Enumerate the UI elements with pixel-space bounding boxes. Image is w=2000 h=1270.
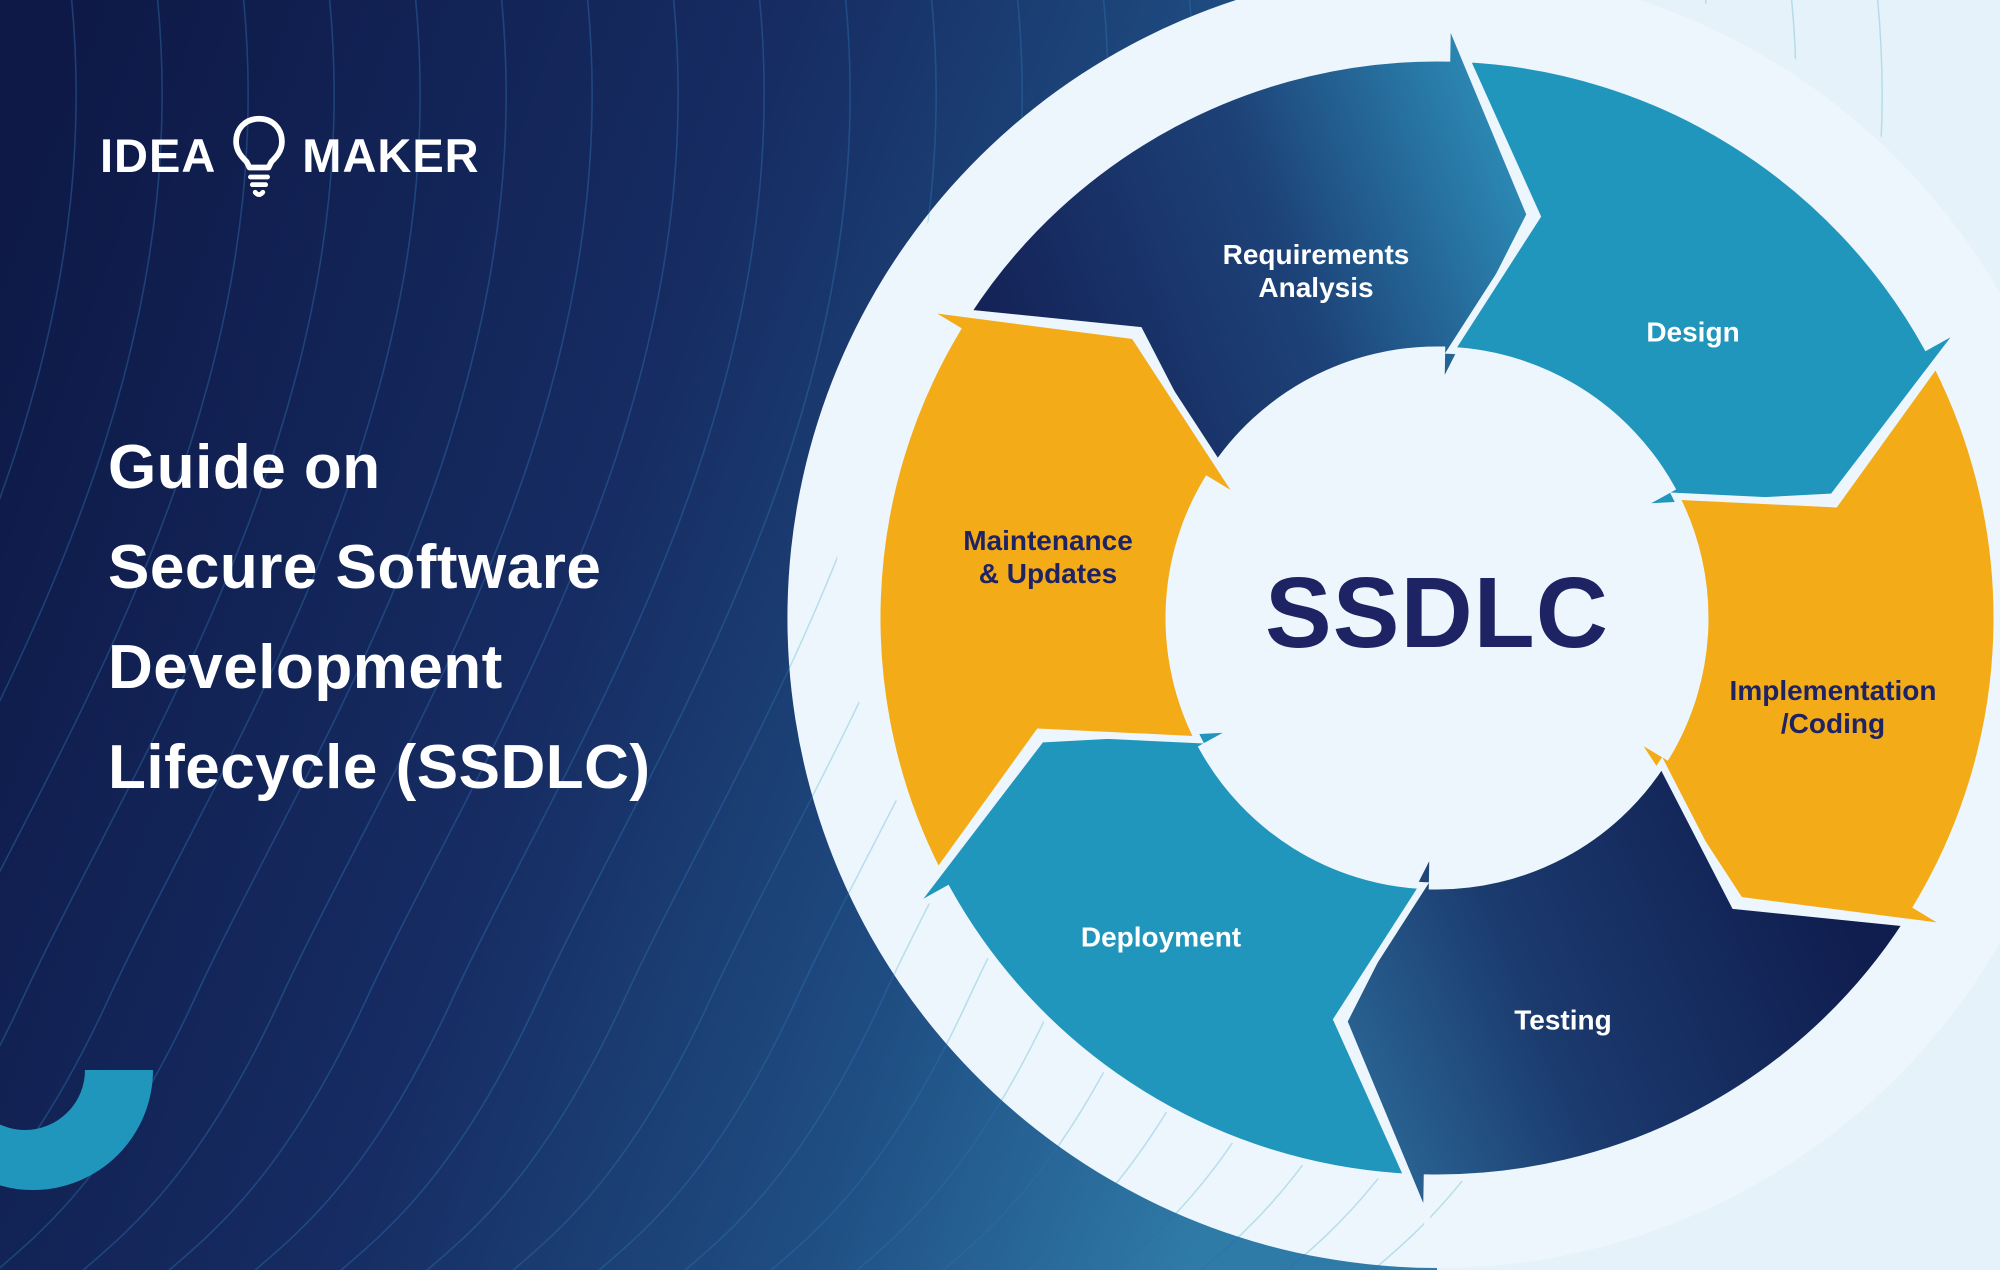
dark-navy-background <box>0 0 1437 1270</box>
phase-label-implementation-coding: Implementation /Coding <box>1729 674 1937 739</box>
phase-label-deployment: Deployment <box>1080 921 1242 953</box>
arrow-design <box>1444 55 1977 512</box>
phase-label-testing: Testing <box>1514 1004 1612 1036</box>
brand-logo-text-right: MAKER <box>302 128 480 182</box>
title-line: Lifecycle (SSDLC) <box>108 733 651 802</box>
title-line: Development <box>108 633 503 702</box>
arrow-maintenance-updates <box>873 302 1253 879</box>
arrow-deployment <box>897 724 1430 1181</box>
cycle-arrows <box>873 0 2000 1237</box>
title-line: Secure Software <box>108 533 602 602</box>
corner-ring-shape <box>0 1070 153 1190</box>
brand-logo: IDEA MAKER <box>100 112 480 198</box>
phase-label-maintenance-updates: Maintenance & Updates <box>963 524 1133 589</box>
arrow-implementation-coding <box>1621 357 2000 934</box>
arrow-testing <box>1340 757 1913 1237</box>
phase-label-design: Design <box>1646 316 1740 348</box>
lightbulb-icon <box>233 115 286 198</box>
phase-label-requirements-analysis: Requirements Analysis <box>1222 238 1410 303</box>
title-line: Guide on <box>108 433 381 502</box>
diagram-center-label: SSDLC <box>1265 556 1609 669</box>
arrow-requirements-analysis <box>961 0 1534 479</box>
brand-logo-text-left: IDEA <box>100 128 217 182</box>
page-title: Guide on Secure Software Development Lif… <box>108 418 651 818</box>
